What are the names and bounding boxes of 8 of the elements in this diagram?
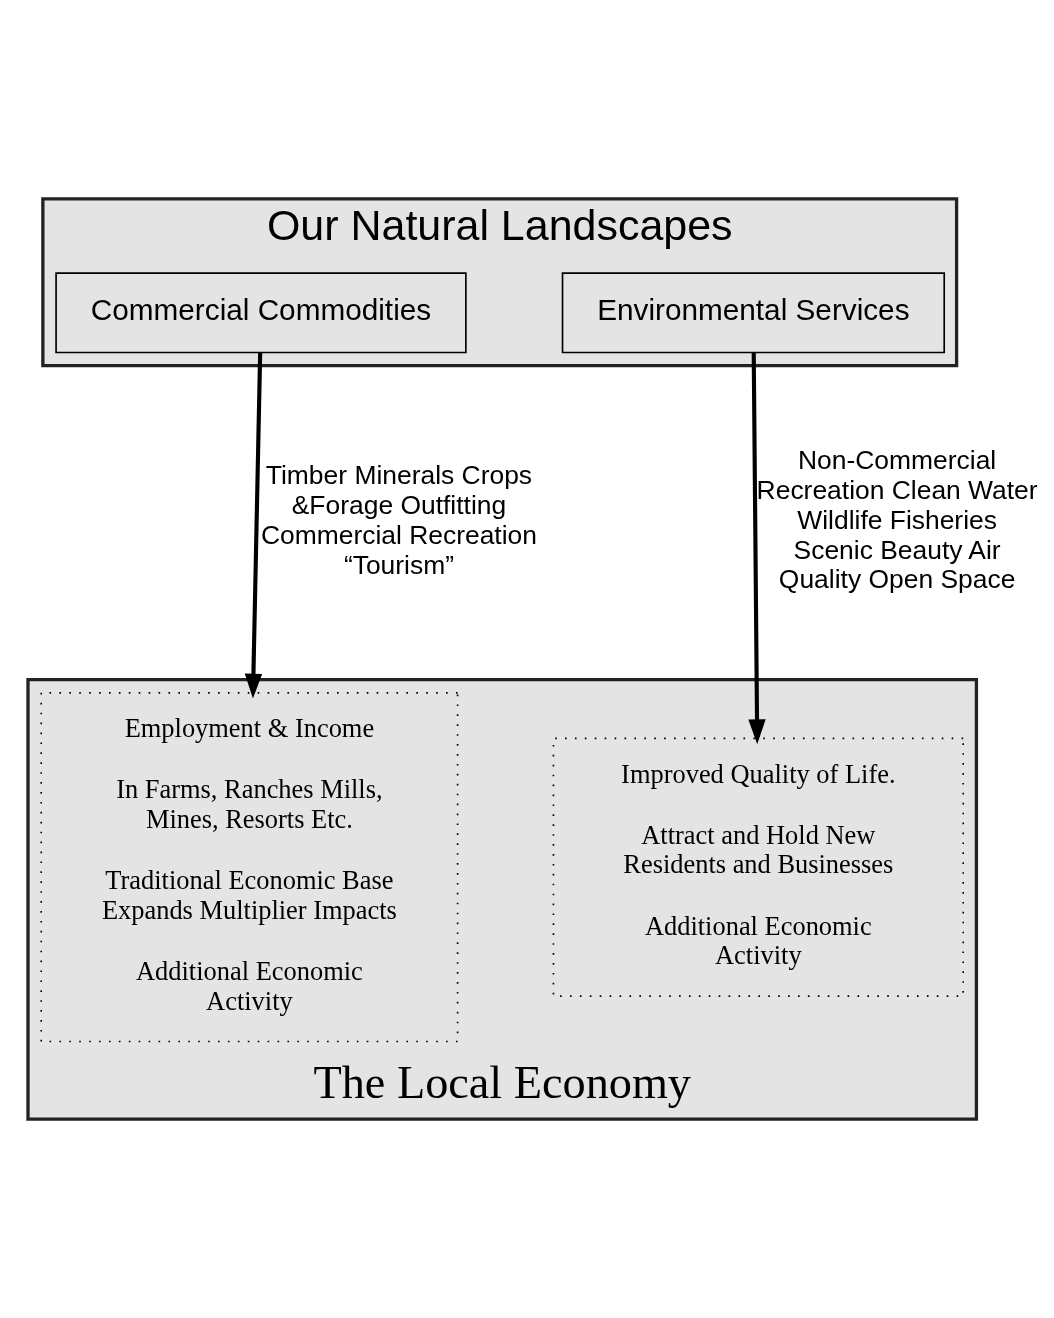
node-box: Improved Quality of Life. Attract and Hold New Residents and Businesses Additional Economic Activity <box>552 737 965 997</box>
node-box: Commercial Commodities <box>55 272 467 354</box>
node-box: Employment & Income In Farms, Ranches Mills, Mines, Resorts Etc. Traditional Economic Base Expands Multiplier Impacts Additional Economic Activity <box>40 692 459 1043</box>
edge-label: Non-Commercial Recreation Clean Water Wildlife Fisheries Scenic Beauty Air Quality Open Space <box>756 445 1038 595</box>
node-box: Environmental Services <box>561 272 946 354</box>
arrow <box>244 352 263 699</box>
edge-label: Timber Minerals Crops &Forage Outfitting Commercial Recreation “Tourism” <box>260 460 537 580</box>
arrow <box>748 352 766 745</box>
